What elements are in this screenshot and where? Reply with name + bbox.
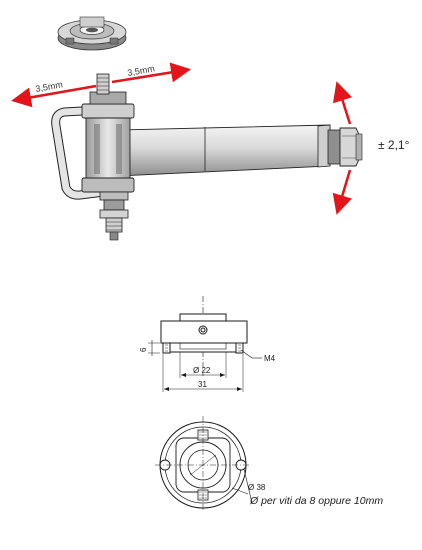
dim-inner-dia-label: Ø 22 (193, 366, 211, 375)
shaft (117, 124, 331, 177)
side-view (148, 296, 262, 392)
top-view (155, 416, 253, 512)
screw-note-label: Ø per viti da 8 oppure 10mm (249, 495, 383, 507)
tilt-arrow-up (332, 81, 353, 125)
end-nut (327, 127, 363, 167)
shift-arrows: 3,5mm 3,5mm (11, 62, 191, 108)
bottom-bolt (99, 191, 129, 241)
bearing-part-render (57, 16, 127, 51)
tilt-arrows: ± 2,1° (332, 81, 410, 215)
shift-arrow-left (11, 84, 97, 108)
dim-outer-dia-label: Ø 38 (248, 483, 266, 492)
top-bolt (96, 73, 110, 95)
dim-height-label: 6 (139, 347, 148, 352)
u-bracket (51, 105, 105, 200)
thread-label: M4 (264, 354, 276, 363)
bearing-block (81, 91, 135, 193)
product-render: 3,5mm 3,5mm ± 2,1° (11, 16, 410, 241)
tilt-arrow-down (332, 169, 352, 215)
shift-left-label: 3,5mm (35, 79, 64, 94)
shift-arrow-right (111, 62, 191, 84)
tilt-label: ± 2,1° (378, 138, 410, 152)
dim-width-label: 31 (198, 380, 207, 389)
shift-right-label: 3,5mm (127, 63, 156, 78)
